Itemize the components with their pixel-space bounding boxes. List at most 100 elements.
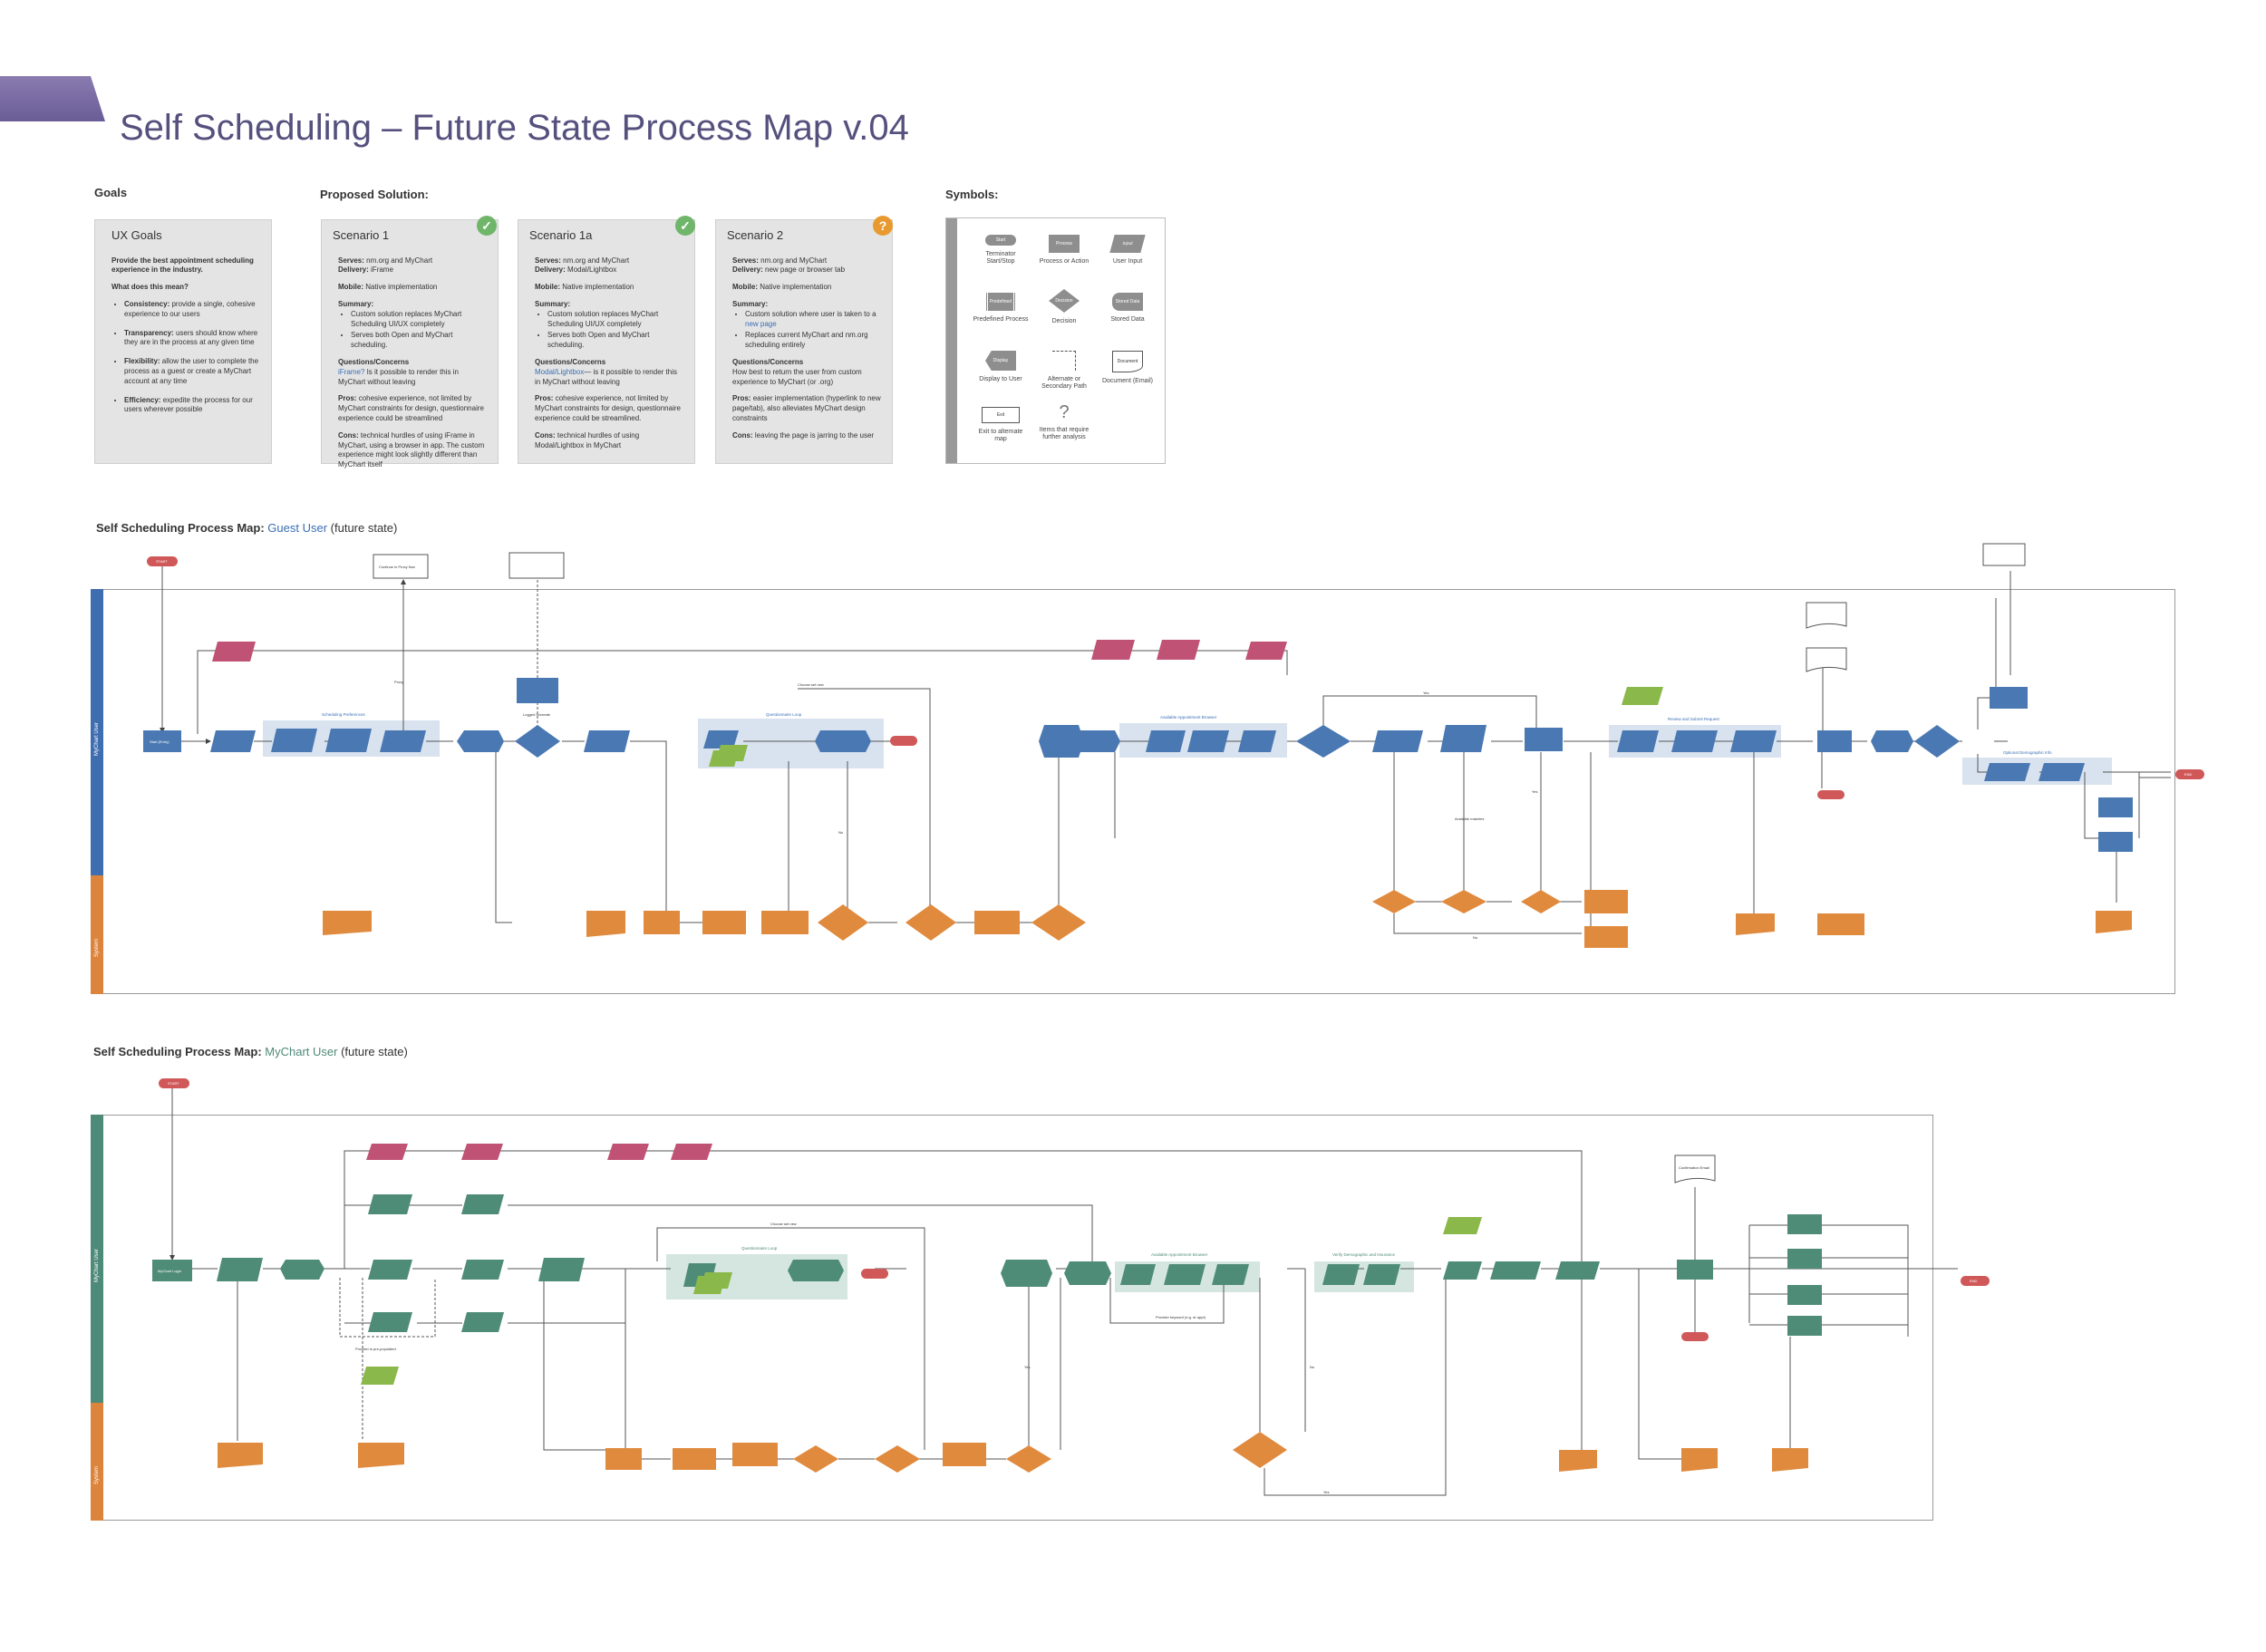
goal-efficiency: Efficiency: expedite the process for our… xyxy=(124,396,260,416)
map2-user-nodes xyxy=(152,1194,1822,1336)
map2-title: Self Scheduling Process Map: MyChart Use… xyxy=(93,1045,408,1058)
page-title: Self Scheduling – Future State Process M… xyxy=(120,107,909,148)
symbol-further-analysis: ?Items that require further analysis xyxy=(1039,402,1089,441)
svg-text:START: START xyxy=(156,559,168,564)
svg-text:Yes: Yes xyxy=(1024,1365,1031,1369)
doc-welcome-email xyxy=(1806,602,1847,629)
map1-lane-system xyxy=(91,875,103,994)
mychart-login-label: MyChart Login xyxy=(158,1269,181,1273)
map1-exit-terminator xyxy=(890,736,917,746)
svg-text:No: No xyxy=(1310,1365,1315,1369)
questionnaire-loop-label: Questionnaire Loop xyxy=(766,712,802,717)
map2-doc-confirmation-email xyxy=(1674,1154,1716,1183)
scenario-1a-title: Scenario 1a xyxy=(529,228,593,242)
ux-goals-card: UX Goals Provide the best appointment sc… xyxy=(94,219,272,464)
map2-top-inputs xyxy=(366,1144,712,1160)
note-view-appointment xyxy=(1982,543,2026,566)
map1-end xyxy=(2175,769,2204,779)
goal-transparency: Transparency: users should know where th… xyxy=(124,329,260,349)
scenario-2-title: Scenario 2 xyxy=(727,228,784,242)
svg-text:Yes: Yes xyxy=(1323,1490,1330,1494)
map1-questionnaire-nodes xyxy=(709,687,1663,767)
modal-lightbox-link[interactable]: Modal/Lightbox xyxy=(535,367,585,376)
map2-lane-system xyxy=(91,1403,103,1521)
map2-connectors xyxy=(169,1087,1958,1496)
ux-goals-question: What does this mean? xyxy=(111,283,189,292)
symbols-heading: Symbols: xyxy=(945,188,999,201)
map1-edge-labels: Proxy Logged In/create Choose set new Ye… xyxy=(394,680,1538,940)
map1-success-terminator xyxy=(1817,790,1845,799)
question-icon: ? xyxy=(873,216,893,236)
svg-text:Choose set new: Choose set new xyxy=(770,1222,797,1226)
map2-lane-user xyxy=(91,1115,103,1403)
scenario-1-title: Scenario 1 xyxy=(333,228,390,242)
svg-text:Logged In/create: Logged In/create xyxy=(523,712,551,717)
legend-bar xyxy=(946,218,957,463)
svg-text:Continue in Proxy flow: Continue in Proxy flow xyxy=(379,565,415,569)
map2-browser-label: Available Appointment Browser xyxy=(1151,1252,1208,1257)
checkmark-icon: ✓ xyxy=(477,216,497,236)
svg-text:Provider keyword (e.g. dr appt: Provider keyword (e.g. dr appt) xyxy=(1156,1315,1206,1319)
note-mychart-flow xyxy=(508,552,565,579)
map1-lane-user xyxy=(91,589,103,875)
svg-text:Yes: Yes xyxy=(1423,691,1429,695)
note-proxy-flow xyxy=(373,554,429,579)
scheduling-preferences-label: Scheduling Preferences xyxy=(322,712,366,717)
map2-exit-terminator xyxy=(861,1269,888,1279)
map2-edge-labels: Provider is pre-populated Provider keywo… xyxy=(355,1222,1330,1494)
demographic-label: Optional Demographic Info xyxy=(2003,750,2052,755)
map1-title: Self Scheduling Process Map: Guest User … xyxy=(96,521,398,535)
svg-text:No: No xyxy=(838,830,844,835)
map2-questionnaire-label: Questionnaire Loop xyxy=(741,1246,778,1251)
svg-text:END: END xyxy=(1970,1279,1978,1283)
new-page-link[interactable]: new page xyxy=(745,319,777,328)
svg-text:Yes: Yes xyxy=(1532,789,1538,794)
proposed-solution-heading: Proposed Solution: xyxy=(320,188,429,201)
map2-system-nodes xyxy=(218,1432,1808,1473)
map1-user-nodes xyxy=(143,678,2133,852)
svg-text:Confirmation Email: Confirmation Email xyxy=(1679,1165,1709,1170)
ux-goals-list: Consistency: provide a single, cohesive … xyxy=(111,300,260,415)
goal-consistency: Consistency: provide a single, cohesive … xyxy=(124,300,260,320)
start-entry-label: Start (Entry) xyxy=(150,739,169,744)
map1-top-inputs xyxy=(212,640,1287,662)
map2-end xyxy=(1961,1276,1990,1286)
svg-text:Proxy: Proxy xyxy=(394,680,403,684)
checkmark-icon: ✓ xyxy=(675,216,695,236)
map2-questionnaire-nodes xyxy=(361,1217,1482,1385)
iframe-link[interactable]: iFrame? xyxy=(338,367,365,376)
map1-system-nodes xyxy=(323,890,2132,948)
doc-confirmation-email xyxy=(1806,647,1847,672)
appointment-browser-label: Available Appointment Browser xyxy=(1160,715,1217,720)
svg-text:Choose set new: Choose set new xyxy=(798,682,824,687)
title-tab-decoration xyxy=(0,76,105,121)
ux-goals-title: UX Goals xyxy=(111,228,162,242)
svg-text:END: END xyxy=(2184,772,2193,777)
review-submit-label: Review and Submit Request xyxy=(1668,717,1720,721)
goal-flexibility: Flexibility: allow the user to complete … xyxy=(124,357,260,386)
map1-start xyxy=(147,556,178,566)
svg-text:No: No xyxy=(1473,935,1478,940)
map2-success-terminator xyxy=(1681,1332,1709,1341)
svg-text:Available matches: Available matches xyxy=(1455,816,1484,821)
symbol-alternate-path: Alternate or Secondary Path xyxy=(1035,351,1093,391)
map2-start xyxy=(159,1078,189,1088)
map2-demographic-label: Verify Demographic and Insurance xyxy=(1332,1252,1396,1257)
ux-goals-intro: Provide the best appointment scheduling … xyxy=(111,256,254,275)
svg-text:START: START xyxy=(168,1081,179,1086)
svg-text:Provider is pre-populated: Provider is pre-populated xyxy=(355,1347,396,1351)
